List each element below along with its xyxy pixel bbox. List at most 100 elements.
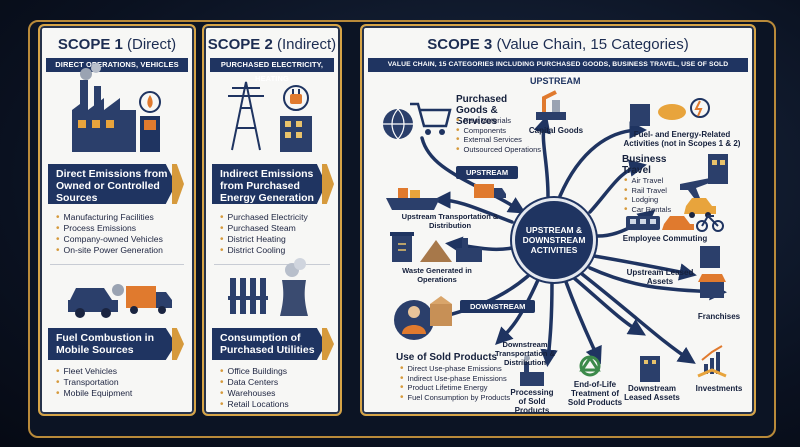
ship-icon xyxy=(386,188,440,210)
scope3-banner: VALUE CHAIN, 15 CATEGORIES INCLUDING PUR… xyxy=(368,58,748,82)
cooling-tower-icon xyxy=(280,258,308,316)
end-of-life-label: End-of-Life Treatment of Sold Products xyxy=(567,380,623,407)
box-icon xyxy=(430,296,452,326)
list-item: Components xyxy=(456,126,541,136)
business-travel-list: Air Travel Rail Travel Lodging Car Renta… xyxy=(624,176,672,215)
list-item: Car Rentals xyxy=(624,205,672,215)
upstream-heading: UPSTREAM xyxy=(530,76,581,86)
scope1-title-main: SCOPE 1 xyxy=(57,36,123,53)
waste-pile-icon xyxy=(420,238,482,262)
scope1-list-1: Manufacturing Facilities Process Emissio… xyxy=(56,212,163,256)
robot-arm-icon xyxy=(536,90,566,120)
fuel-energy-label: Fuel- and Energy-Related Activities (not… xyxy=(623,130,741,148)
list-item: Air Travel xyxy=(624,176,671,186)
bus-icon xyxy=(626,216,660,230)
truck-icon xyxy=(474,184,506,198)
list-item: External Services xyxy=(456,135,541,145)
franchises-label: Franchises xyxy=(697,312,741,321)
downstream-transport-label: Downstream Transportation & Distribution xyxy=(494,340,555,367)
list-item: Mobile Equipment xyxy=(56,388,133,399)
list-item: Rail Travel xyxy=(624,186,671,196)
divider xyxy=(214,264,330,265)
employee-commuting-label: Employee Commuting xyxy=(622,234,708,243)
upstream-pill: UPSTREAM xyxy=(456,166,519,179)
list-item: Company-owned Vehicles xyxy=(56,234,163,245)
downstream-leased-label: Downstream Leased Assets xyxy=(624,384,680,402)
cart-icon xyxy=(410,102,452,135)
scope1-heading-1: Direct Emissions from Owned or Controlle… xyxy=(48,164,176,204)
list-item: Fuel Consumption by Products xyxy=(400,393,511,403)
list-item: Warehouses xyxy=(220,388,289,399)
purchased-goods-list: Raw Materials Components External Servic… xyxy=(456,116,542,155)
scope1-list-2: Fleet Vehicles Transportation Mobile Equ… xyxy=(56,366,133,399)
investments-label: Investments xyxy=(695,384,743,393)
list-item: Office Buildings xyxy=(220,366,289,377)
store-icon xyxy=(698,274,726,298)
scope2-banner: PURCHASED ELECTRICITY, HEATING xyxy=(210,58,334,83)
list-item: District Heating xyxy=(220,234,308,245)
office-building-icon xyxy=(280,116,312,152)
hotel-icon xyxy=(708,154,728,184)
list-item: Retail Locations xyxy=(220,399,289,410)
list-item: Data Centers xyxy=(220,377,289,388)
scope2-list-2: Office Buildings Data Centers Warehouses… xyxy=(220,366,289,410)
power-tower-icon xyxy=(228,81,264,151)
list-item: Process Emissions xyxy=(56,223,163,234)
plug-icon xyxy=(283,85,309,111)
fuel-pump-icon xyxy=(139,91,161,152)
list-item: Transportation xyxy=(56,377,132,388)
scope2-heading-1: Indirect Emissions from Purchased Energy… xyxy=(212,164,326,204)
tanker-icon xyxy=(630,98,710,126)
scope3-title-main: SCOPE 3 xyxy=(427,36,493,53)
scope1-title: SCOPE 1 (Direct) xyxy=(40,36,194,53)
use-sold-heading: Use of Sold Products xyxy=(396,352,498,363)
truck-icon xyxy=(112,284,172,314)
use-sold-list: Direct Use-phase Emissions Indirect Use-… xyxy=(400,364,511,403)
office-building-icon xyxy=(700,246,720,268)
list-item: On-site Power Generation xyxy=(56,245,163,256)
car-icon xyxy=(68,288,118,318)
globe-icon xyxy=(383,108,413,140)
scope2-title: SCOPE 2 (Indirect) xyxy=(204,36,340,53)
business-travel-heading: Business Travel xyxy=(622,154,667,176)
waste-label: Waste Generated in Operations xyxy=(402,266,472,284)
upstream-leased-label: Upstream Leased Assets xyxy=(626,268,694,286)
handshake-icon xyxy=(697,368,727,378)
list-item: Lodging xyxy=(624,195,671,205)
scope3-title: SCOPE 3 (Value Chain, 15 Categories) xyxy=(362,36,754,53)
office-building-icon xyxy=(640,356,660,382)
scope2-heading-2: Consumption of Purchased Utilities xyxy=(212,328,326,360)
list-item: District Cooling xyxy=(220,245,308,256)
scope1-panel: SCOPE 1 (Direct) DIRECT OPERATIONS, VEHI… xyxy=(38,24,196,416)
chart-icon xyxy=(701,345,723,374)
list-item: Manufacturing Facilities xyxy=(56,212,163,223)
upstream-transport-label: Upstream Transportation & Distribution xyxy=(401,212,499,230)
radiator-icon xyxy=(228,278,268,314)
scope2-list-1: Purchased Electricity Purchased Steam Di… xyxy=(220,212,308,256)
list-item: Raw Materials xyxy=(456,116,541,126)
scope2-panel: SCOPE 2 (Indirect) PURCHASED ELECTRICITY… xyxy=(202,24,342,416)
plane-icon xyxy=(680,178,712,198)
bicycle-icon xyxy=(696,214,724,232)
divider xyxy=(50,264,184,265)
scope3-title-paren: (Value Chain, 15 Categories) xyxy=(496,36,689,53)
person-icon xyxy=(394,300,434,340)
list-item: Direct Use-phase Emissions xyxy=(400,364,510,374)
list-item: Purchased Steam xyxy=(220,223,308,234)
scope1-banner: DIRECT OPERATIONS, VEHICLES xyxy=(46,58,188,72)
scope1-title-paren: (Direct) xyxy=(127,36,177,53)
factory-icon xyxy=(520,355,544,386)
list-item: Purchased Electricity xyxy=(220,212,308,223)
upstream-downstream-hub: UPSTREAM & DOWNSTREAM ACTIVITIES xyxy=(512,198,596,282)
list-item: Indirect Use-phase Emissions xyxy=(400,374,510,384)
scope2-title-paren: (Indirect) xyxy=(277,36,337,53)
list-item: Outsourced Operations xyxy=(456,145,542,155)
downstream-pill: DOWNSTREAM xyxy=(460,300,536,313)
list-item: Fleet Vehicles xyxy=(56,366,132,377)
scope1-heading-2: Fuel Combustion in Mobile Sources xyxy=(48,328,176,360)
bin-icon xyxy=(390,232,414,262)
scope2-title-main: SCOPE 2 xyxy=(207,36,273,53)
list-item: Product Lifetime Energy xyxy=(400,383,510,393)
